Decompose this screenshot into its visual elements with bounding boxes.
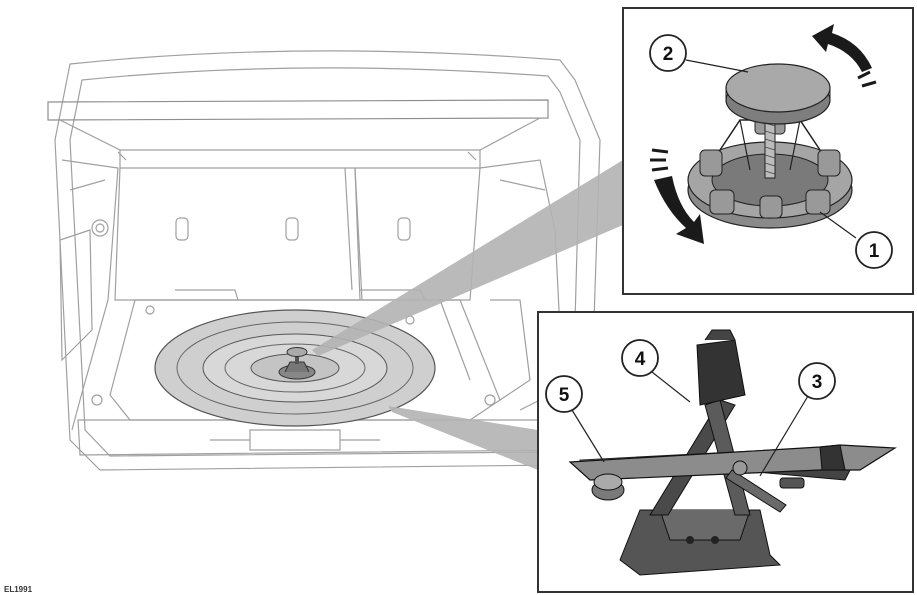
callout-4-label: 4 <box>635 349 646 370</box>
spare-tire <box>154 309 436 427</box>
callout-3: 3 <box>798 362 836 400</box>
callout-2: 2 <box>649 34 687 72</box>
zoom-wedge-bottom <box>388 406 538 470</box>
curved-arrow-counterclockwise-icon <box>812 24 877 88</box>
callout-1: 1 <box>855 231 893 269</box>
callout-3-label: 3 <box>812 372 823 393</box>
callout-5-label: 5 <box>559 385 570 406</box>
figure-code: E​L1991 <box>4 585 33 594</box>
inset-jack-panel: 4 3 5 <box>537 311 914 593</box>
callout-4: 4 <box>621 339 659 377</box>
callout-2-label: 2 <box>663 44 674 65</box>
callout-1-label: 1 <box>869 241 880 262</box>
curved-arrow-clockwise-icon <box>650 148 704 244</box>
zoom-wedge-top <box>312 160 623 356</box>
inset-retainer-panel: 2 1 <box>622 7 914 295</box>
callout-5: 5 <box>545 375 583 413</box>
wheel-retainer-small <box>278 347 316 380</box>
